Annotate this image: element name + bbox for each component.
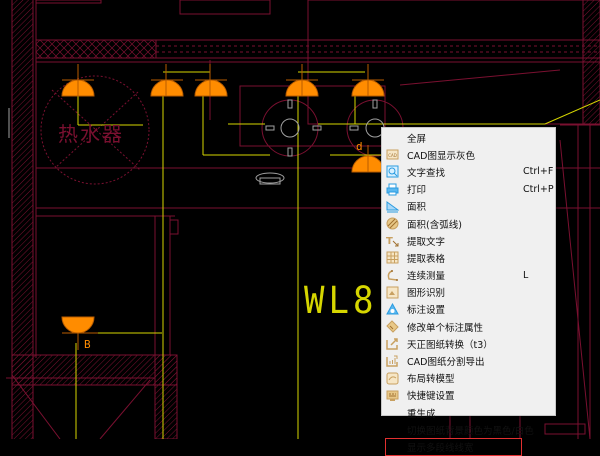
menu-item-fullscreen[interactable]: 全屏 [382, 129, 555, 146]
menu-item-tangent-convert[interactable]: 天正图纸转换（t3） [382, 335, 555, 352]
menu-item-label: 打印 [407, 185, 427, 197]
lamp-tag-b: B [84, 338, 91, 351]
menu-item-shortcut: Ctrl+F [523, 166, 554, 178]
cad-gray-icon: CAD [386, 148, 399, 161]
annotation-settings-icon [386, 302, 399, 316]
printer-icon [386, 183, 399, 196]
menu-item-label: 标注设置 [407, 305, 446, 317]
menu-item-shortcut: L [523, 269, 529, 281]
menu-item-label: 面积 [407, 202, 427, 214]
room-label: 热水器 [58, 122, 124, 146]
menu-item-split-export[interactable]: CAD图纸分割导出 [382, 352, 555, 369]
menu-item-show-polyline-width[interactable]: 显示多段线线宽 [385, 438, 522, 456]
menu-item-label: 提取表格 [407, 253, 446, 265]
svg-text:CAD: CAD [388, 153, 397, 158]
menu-item-label: 文字查找 [407, 167, 446, 179]
cad-drawing-canvas[interactable] [0, 0, 600, 439]
menu-item-label: 显示多段线线宽 [407, 442, 474, 454]
menu-item-shortcut-settings[interactable]: 快捷键设置 [382, 387, 555, 404]
menu-item-annotation-settings[interactable]: 标注设置 [382, 301, 555, 318]
menu-item-label: 全屏 [407, 133, 427, 145]
extract-text-icon: T [386, 234, 399, 247]
menu-item-layout-to-model[interactable]: 布局转模型 [382, 370, 555, 387]
menu-item-label: CAD图显示灰色 [407, 150, 475, 162]
edit-annotation-icon [386, 320, 399, 333]
extract-table-icon [386, 251, 399, 264]
menu-item-area[interactable]: 面积 [382, 198, 555, 215]
area-icon [386, 200, 399, 213]
menu-item-edit-annotation[interactable]: 修改单个标注属性 [382, 318, 555, 335]
context-menu: 全屏 CAD CAD图显示灰色 文字查找 Ctrl+F 打印 Ctrl+P 面积… [381, 127, 556, 456]
menu-item-label: 图形识别 [407, 288, 446, 300]
menu-item-label: 面积(含弧线) [407, 219, 462, 231]
menu-item-extract-table[interactable]: 提取表格 [382, 249, 555, 266]
continuous-measure-icon [386, 269, 399, 282]
menu-item-regenerate[interactable]: 重生成 [382, 404, 555, 421]
svg-text:T: T [386, 236, 393, 247]
menu-item-print[interactable]: 打印 Ctrl+P [382, 181, 555, 198]
menu-item-label: 重生成 [407, 408, 436, 420]
text-search-icon [386, 165, 399, 178]
menu-item-text-search[interactable]: 文字查找 Ctrl+F [382, 163, 555, 180]
menu-item-label: 提取文字 [407, 236, 446, 248]
shape-recognition-icon [386, 286, 399, 299]
layout-to-model-icon [386, 372, 399, 385]
lamp-tag-d: d [356, 140, 363, 153]
menu-item-shortcut: Ctrl+P [523, 183, 554, 195]
menu-item-area-arc[interactable]: 面积(含弧线) [382, 215, 555, 232]
lamp-icon [61, 316, 95, 334]
menu-item-label: 切换图纸背景颜色为黑色/白色 [407, 425, 534, 437]
lamp-icon [150, 79, 184, 97]
lamp-icon [194, 79, 228, 97]
menu-item-extract-text[interactable]: T 提取文字 [382, 232, 555, 249]
circuit-label: WL8 [304, 278, 378, 323]
menu-item-continuous-measure[interactable]: 连续测量 L [382, 267, 555, 284]
menu-item-shape-recognition[interactable]: 图形识别 [382, 284, 555, 301]
menu-item-label: 布局转模型 [407, 374, 455, 386]
menu-item-label: 修改单个标注属性 [407, 322, 484, 334]
tangent-convert-icon [386, 337, 399, 350]
split-export-icon [386, 354, 399, 368]
menu-item-label: 连续测量 [407, 271, 446, 283]
menu-item-label: 快捷键设置 [407, 391, 455, 403]
lamps [61, 64, 385, 350]
menu-item-label: 天正图纸转换（t3） [407, 339, 493, 351]
menu-item-label: CAD图纸分割导出 [407, 357, 485, 369]
shortcut-settings-icon [386, 389, 399, 402]
menu-item-cad-gray[interactable]: CAD CAD图显示灰色 [382, 146, 555, 163]
menu-item-toggle-background[interactable]: 切换图纸背景颜色为黑色/白色 [382, 421, 555, 438]
area-arc-icon [386, 217, 399, 230]
